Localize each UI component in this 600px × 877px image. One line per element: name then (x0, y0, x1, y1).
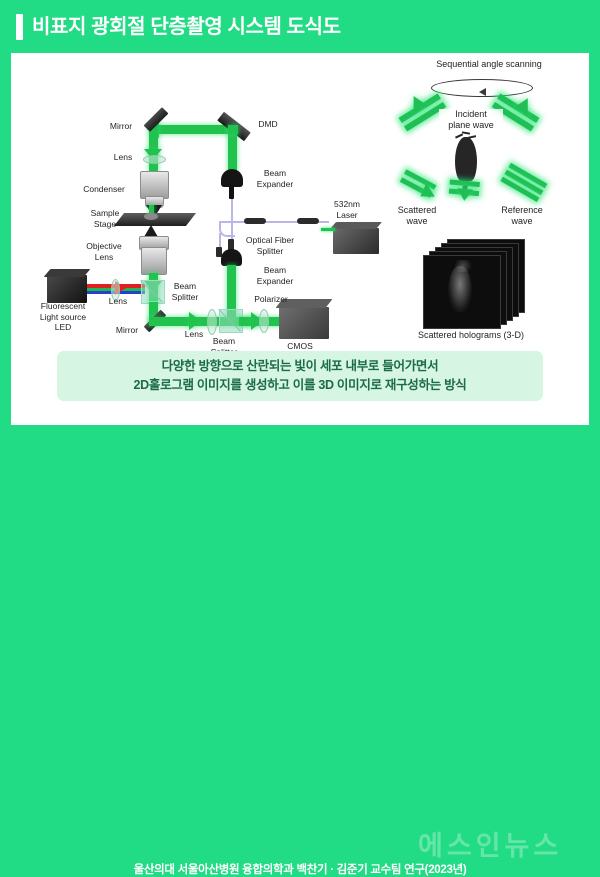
label-lens-bottom: Lens (184, 329, 204, 339)
label-sample-stage: Sample Stage (90, 208, 120, 229)
label-mirror-top: Mirror (109, 121, 133, 131)
label-incident-wave: Incident plane wave (439, 109, 503, 130)
beam-vertical-to-mirror (149, 302, 158, 324)
label-lens-top: Lens (113, 152, 133, 162)
led-source-top (43, 269, 91, 277)
watermark-text: 에스인뉴스 (418, 831, 563, 861)
footer-bar: 에스인뉴스 울산의대 서울아산병원 융합의학과 백찬기 · 김준기 교수팀 연구… (0, 425, 600, 876)
label-laser: 532nm Laser (334, 199, 360, 220)
label-beam-expander-2: Beam Expander (256, 265, 294, 286)
caption-line-1: 다양한 방향으로 산란되는 빛이 세포 내부로 들어가면서 (161, 359, 439, 373)
objective-lens-optic (141, 247, 167, 275)
label-condenser: Condenser (83, 184, 125, 194)
lens-top-optic (143, 155, 166, 164)
caption-text: 다양한 방향으로 산란되는 빛이 세포 내부로 들어가면서 2D홀로그램 이미지… (57, 351, 543, 401)
reference-wave-bars (496, 162, 549, 210)
label-angle-scanning: Sequential angle scanning (436, 59, 542, 69)
fiber-coupler-2 (297, 218, 319, 224)
caption-box: 다양한 방향으로 산란되는 빛이 세포 내부로 들어가면서 2D홀로그램 이미지… (57, 351, 543, 401)
beam-expander-1-optic (221, 169, 243, 187)
laser-top (330, 222, 382, 229)
hologram-cell-image (448, 266, 472, 312)
beam-vertical-upper (149, 125, 158, 171)
caption-line-2: 2D홀로그램 이미지를 생성하고 이를 3D 이미지로 재구성하는 방식 (133, 378, 467, 392)
footer-credit: 울산의대 서울아산병원 융합의학과 백찬기 · 김준기 교수팀 연구(2023년… (133, 864, 467, 876)
label-dmd: DMD (258, 119, 278, 129)
hologram-sheet-1 (423, 255, 501, 329)
label-mirror-bottom: Mirror (115, 325, 139, 335)
beam-arrow-led (115, 281, 126, 295)
led-source-optic (47, 275, 87, 303)
label-beam-expander-1: Beam Expander (256, 168, 294, 189)
laser-optic (333, 228, 379, 254)
beam-expander-1-stem (229, 186, 234, 199)
label-beam-splitter-1: Beam Splitter (171, 281, 199, 302)
lens-led-optic (111, 279, 120, 301)
fiber-stem-expander2 (228, 239, 234, 250)
angle-scan-arrow (479, 88, 486, 96)
label-holograms: Scattered holograms (3-D) (417, 330, 525, 340)
scattering-illustration: Sequential angle scanning Incident plane… (383, 53, 589, 343)
label-reference-wave: Reference wave (501, 205, 543, 226)
fiber-terminator (216, 247, 222, 257)
polarizer-optic (259, 309, 269, 333)
sample-spot (144, 213, 158, 220)
fiber-to-expander2 (231, 221, 233, 243)
scattered-wave-left (395, 168, 441, 209)
beam-laser-out (321, 228, 335, 231)
cell-cilia (453, 131, 479, 141)
fiber-elbow (219, 221, 235, 237)
beam-arrow-bottom-right (189, 312, 201, 330)
fiber-horizontal (219, 221, 329, 223)
beam-top-horizontal (156, 125, 228, 134)
label-scattered-wave: Scattered wave (397, 205, 437, 226)
scattered-wave-center (448, 178, 484, 207)
lens-bottom-optic (207, 309, 217, 335)
cell-silhouette (455, 137, 477, 181)
label-fiber-splitter: Optical Fiber Splitter (245, 235, 295, 256)
condenser-optic (140, 171, 169, 199)
beam-dmd-down (228, 129, 237, 171)
fiber-lower-stub (219, 233, 221, 251)
objective-cone (144, 225, 158, 237)
page-title: 비표지 광회절 단층촬영 시스템 도식도 (32, 16, 341, 38)
beam-dmd-join (228, 125, 238, 134)
fiber-coupler-1 (244, 218, 266, 224)
title-accent-bar (16, 14, 23, 40)
label-polarizer: Polarizer (254, 294, 288, 304)
header-bar: 비표지 광회절 단층촬영 시스템 도식도 (0, 0, 600, 53)
fiber-upper (231, 199, 233, 221)
cmos-camera-optic (279, 307, 329, 339)
angle-scan-ellipse (431, 79, 533, 97)
content-card: Mirror Lens Condenser Sample Stage Objec… (11, 53, 589, 425)
label-objective-lens: Objective Lens (86, 241, 122, 262)
label-fluorescent-led: Fluorescent Light source LED (39, 301, 87, 332)
hologram-cell-halo (452, 260, 474, 272)
label-lens-led: Lens (108, 296, 128, 306)
optical-system-diagram: Mirror Lens Condenser Sample Stage Objec… (11, 53, 589, 362)
beam-expander-2-optic (221, 249, 242, 266)
beam-expander2-down (227, 265, 236, 317)
